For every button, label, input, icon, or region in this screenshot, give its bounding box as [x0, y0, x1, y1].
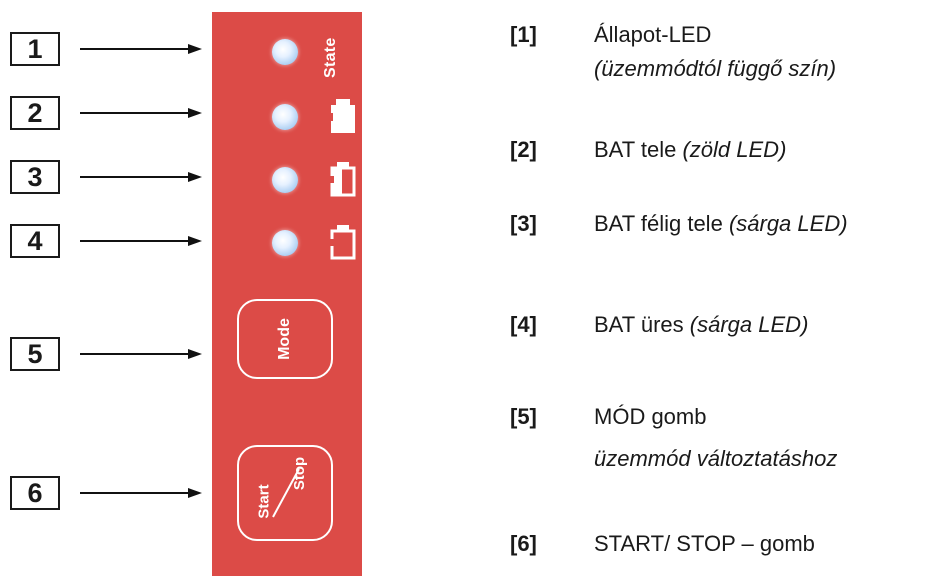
legend-text: BAT tele (zöld LED): [594, 137, 787, 162]
control-panel: State Mode Start Stop: [212, 12, 362, 576]
battery-full-led: [272, 104, 298, 130]
mode-button[interactable]: Mode: [237, 299, 333, 379]
legend-key: [3]: [510, 211, 537, 236]
callout-box-6: 6: [10, 476, 60, 510]
legend-note: (sárga LED): [689, 312, 809, 337]
battery-full-icon: [329, 99, 355, 133]
arrow-4: [80, 235, 202, 247]
arrow-3: [80, 171, 202, 183]
callout-box-1: 1: [10, 32, 60, 66]
arrow-2: [80, 107, 202, 119]
state-led: [272, 39, 298, 65]
legend-note: üzemmód változtatáshoz: [594, 446, 838, 471]
callout-box-4: 4: [10, 224, 60, 258]
start-label: Start: [255, 484, 273, 519]
callout-box-5: 5: [10, 337, 60, 371]
legend-note: (sárga LED): [728, 211, 848, 236]
legend-text: START/ STOP – gomb: [594, 531, 815, 556]
arrow-5: [80, 348, 202, 360]
battery-half-icon: [329, 162, 356, 197]
state-label: State: [322, 37, 339, 79]
legend-text: Állapot-LED: [594, 22, 712, 47]
callout-box-3: 3: [10, 160, 60, 194]
legend-text: BAT félig tele (sárga LED): [594, 211, 848, 236]
legend-note: (zöld LED): [682, 137, 787, 162]
mode-button-label: Mode: [276, 318, 293, 360]
legend-text: BAT üres (sárga LED): [594, 312, 809, 337]
legend-text: MÓD gomb: [594, 404, 707, 429]
battery-empty-led: [272, 230, 298, 256]
legend-key: [4]: [510, 312, 537, 337]
battery-empty-icon: [329, 225, 356, 260]
legend-key: [5]: [510, 404, 537, 429]
legend-key: [2]: [510, 137, 537, 162]
callout-box-2: 2: [10, 96, 60, 130]
start-stop-divider: [272, 468, 300, 518]
legend-key: [6]: [510, 531, 537, 556]
arrow-6: [80, 487, 202, 499]
legend-key: [1]: [510, 22, 537, 47]
stop-label: Stop: [291, 456, 309, 491]
start-stop-button[interactable]: Start Stop: [237, 445, 333, 541]
battery-half-led: [272, 167, 298, 193]
arrow-1: [80, 43, 202, 55]
legend-note: (üzemmódtól függő szín): [594, 56, 837, 81]
